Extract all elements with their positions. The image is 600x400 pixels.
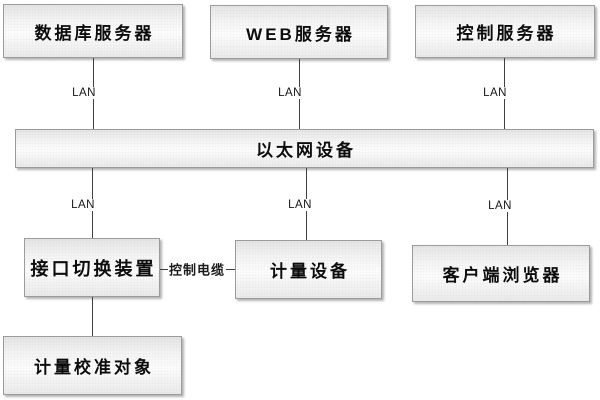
node-web-server: WEB服务器 xyxy=(210,5,388,59)
node-metering-device: 计量设备 xyxy=(235,240,382,299)
lan-label-switch: LAN xyxy=(68,199,98,211)
node-ethernet-device: 以太网设备 xyxy=(15,129,594,168)
node-control-server: 控制服务器 xyxy=(415,5,595,58)
node-calibration-object-label: 计量校准对象 xyxy=(34,358,154,377)
node-database-server: 数据库服务器 xyxy=(3,4,183,58)
node-web-server-label: WEB服务器 xyxy=(246,24,355,44)
node-interface-switch-label: 接口切换装置 xyxy=(30,258,157,279)
node-metering-device-label: 计量设备 xyxy=(270,262,350,281)
node-calibration-object: 计量校准对象 xyxy=(3,336,182,395)
lan-label-metering: LAN xyxy=(285,199,315,211)
lan-label-browser: LAN xyxy=(485,200,515,212)
node-client-browser-label: 客户端浏览器 xyxy=(442,266,563,285)
node-ethernet-device-label: 以太网设备 xyxy=(256,141,356,160)
node-interface-switch: 接口切换装置 xyxy=(24,238,160,297)
node-database-server-label: 数据库服务器 xyxy=(34,23,155,43)
edge-switch-to-calibration-line xyxy=(92,297,93,336)
node-control-server-label: 控制服务器 xyxy=(456,24,557,43)
lan-label-web: LAN xyxy=(275,87,305,99)
control-cable-label: 控制电缆 xyxy=(167,259,227,279)
node-client-browser: 客户端浏览器 xyxy=(412,245,590,302)
lan-label-db: LAN xyxy=(69,87,99,99)
lan-label-control: LAN xyxy=(480,87,510,99)
